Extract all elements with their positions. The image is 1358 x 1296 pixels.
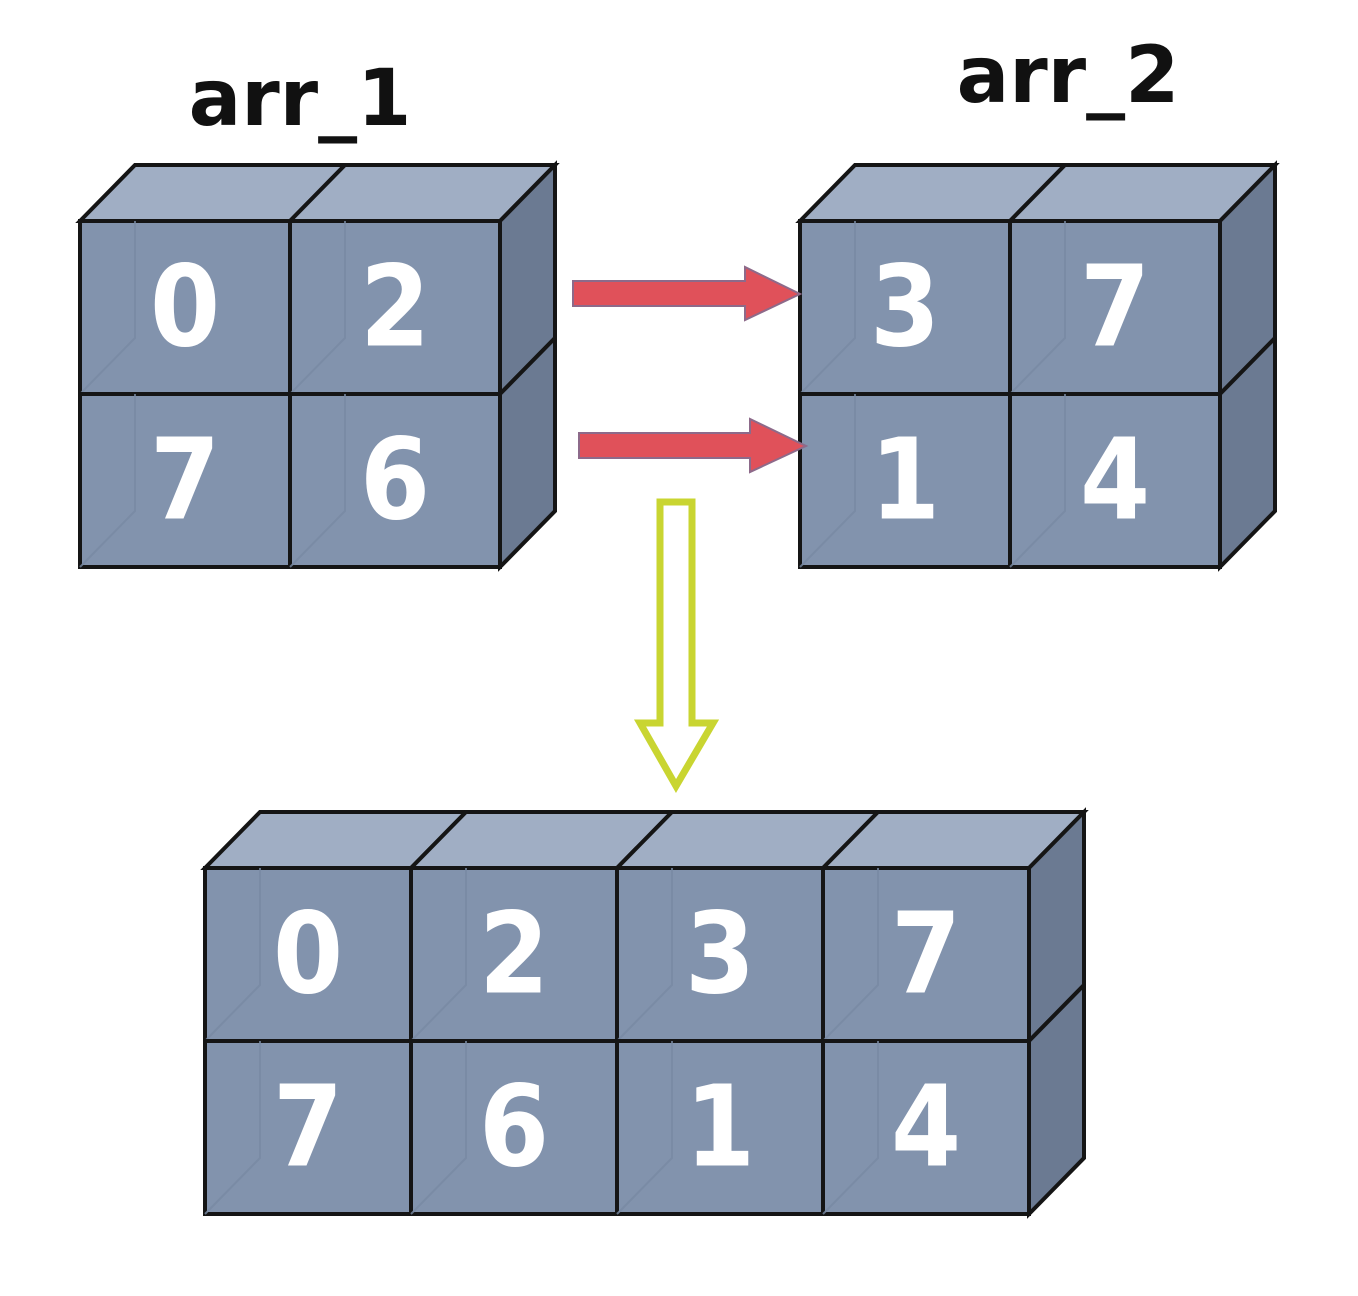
cell-value: 0	[150, 243, 220, 373]
result-down-arrow	[633, 498, 720, 793]
cell-value: 6	[479, 1063, 549, 1193]
cell-value: 1	[685, 1063, 755, 1193]
result-block: 0 2 3 7 7 6 1 4	[200, 807, 1089, 1219]
cube-inner-edge	[79, 221, 136, 395]
cell-value: 6	[360, 416, 430, 546]
cube-front-face	[203, 1039, 413, 1216]
cell-value: 3	[685, 890, 755, 1020]
cube-inner-edge	[410, 1041, 467, 1215]
cube-front-face	[821, 1039, 1031, 1216]
cell-value: 7	[273, 1063, 343, 1193]
arr-1-block: 0 2 7 6	[75, 160, 560, 572]
cube-inner-edge	[822, 868, 879, 1042]
cube-inner-edge	[616, 1041, 673, 1215]
cell-value: 4	[1080, 416, 1150, 546]
cell-value: 7	[150, 416, 220, 546]
cube-inner-edge	[822, 1041, 879, 1215]
cube-inner-edge	[1009, 394, 1066, 568]
cell-value: 4	[891, 1063, 961, 1193]
cube-front-face	[821, 866, 1031, 1043]
arr-2-block: 3 7 1 4	[795, 160, 1280, 572]
cell-value: 7	[1080, 243, 1150, 373]
cube-inner-edge	[204, 868, 261, 1042]
cube-inner-edge	[204, 1041, 261, 1215]
cell-value: 0	[273, 890, 343, 1020]
cell-value: 2	[479, 890, 549, 1020]
arr-2-label: arr_2	[957, 31, 1180, 121]
cell-value: 7	[891, 890, 961, 1020]
cube-front-face	[288, 392, 502, 569]
cube-inner-edge	[616, 868, 673, 1042]
cube-front-face	[615, 1039, 825, 1216]
row-1-arrow	[572, 265, 803, 322]
cell-value: 1	[870, 416, 940, 546]
cube-front-face	[78, 219, 292, 396]
cell-value: 2	[360, 243, 430, 373]
cube-inner-edge	[289, 221, 346, 395]
arr-1-label: arr_1	[189, 54, 412, 144]
cube-inner-edge	[1009, 221, 1066, 395]
cube-front-face	[1008, 392, 1222, 569]
cube-front-face	[798, 392, 1012, 569]
cube-front-face	[409, 1039, 619, 1216]
cube-inner-edge	[410, 868, 467, 1042]
cell-value: 3	[870, 243, 940, 373]
cube-inner-edge	[799, 221, 856, 395]
cube-inner-edge	[289, 394, 346, 568]
row-2-arrow	[578, 417, 809, 474]
cube-inner-edge	[79, 394, 136, 568]
cube-inner-edge	[799, 394, 856, 568]
